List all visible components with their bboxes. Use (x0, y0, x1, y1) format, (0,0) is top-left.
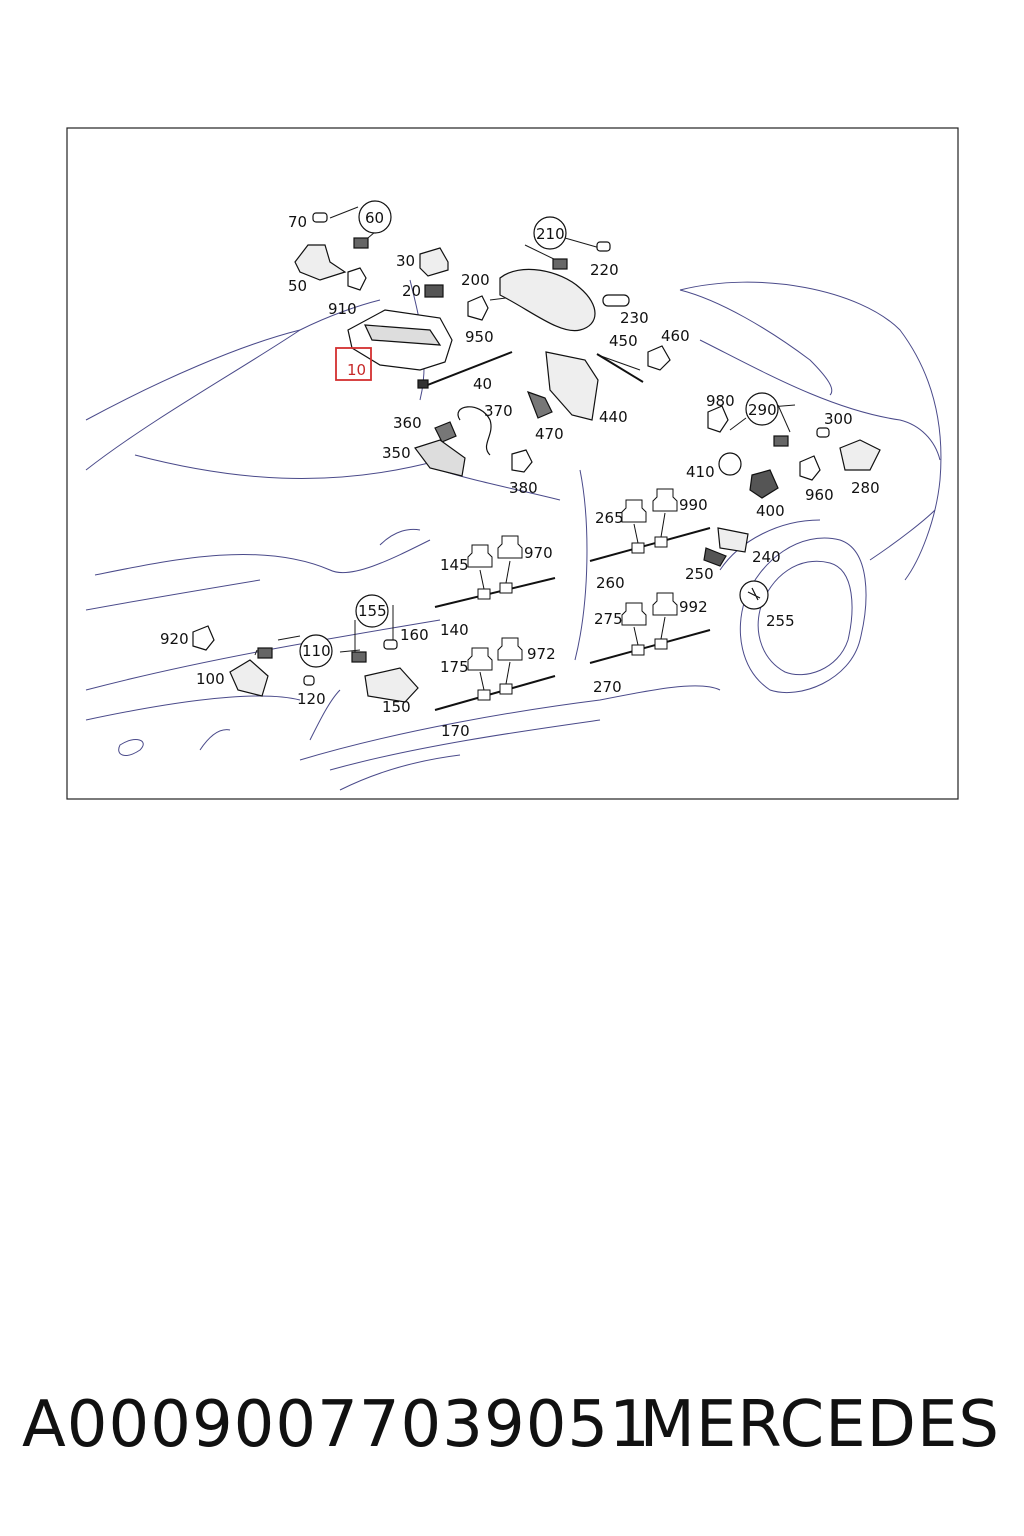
part-110-socket (257, 647, 273, 659)
label-10: 10 (347, 361, 366, 379)
label-970: 970 (524, 544, 553, 562)
part-440 (545, 351, 599, 421)
label-370: 370 (484, 402, 513, 420)
label-290: 290 (748, 401, 777, 419)
part-60-socket (353, 237, 369, 249)
part-40 (417, 379, 429, 389)
label-350: 350 (382, 444, 411, 462)
brand-name: MERCEDES (639, 1388, 1000, 1462)
label-255: 255 (766, 612, 795, 630)
label-275: 275 (594, 610, 623, 628)
label-210: 210 (536, 225, 565, 243)
part-100 (229, 659, 269, 697)
label-220: 220 (590, 261, 619, 279)
part-300 (816, 427, 830, 438)
label-400: 400 (756, 502, 785, 520)
label-960: 960 (805, 486, 834, 504)
part-910 (347, 267, 367, 291)
label-170: 170 (441, 722, 470, 740)
part-160 (383, 639, 398, 650)
part-250 (703, 547, 727, 567)
label-950: 950 (465, 328, 494, 346)
part-220 (596, 241, 611, 252)
label-145: 145 (440, 556, 469, 574)
part-920 (192, 625, 215, 651)
label-280: 280 (851, 479, 880, 497)
part-230 (602, 294, 630, 307)
part-960 (799, 455, 821, 481)
label-470: 470 (535, 425, 564, 443)
label-40: 40 (473, 375, 492, 393)
part-290-socket (773, 435, 789, 447)
part-380 (511, 449, 533, 473)
part-280 (839, 439, 881, 471)
label-992: 992 (679, 598, 708, 616)
label-70: 70 (288, 213, 307, 231)
part-350 (414, 439, 466, 477)
part-155-socket (351, 651, 367, 663)
car-outline (85, 279, 942, 791)
label-450: 450 (609, 332, 638, 350)
part-150 (364, 667, 419, 703)
part-370 (457, 406, 492, 456)
label-160: 160 (400, 626, 429, 644)
label-150: 150 (382, 698, 411, 716)
part-470 (526, 391, 553, 419)
part-400 (749, 469, 779, 499)
circle-markers (299, 200, 779, 668)
label-270: 270 (593, 678, 622, 696)
label-360: 360 (393, 414, 422, 432)
label-230: 230 (620, 309, 649, 327)
part-460 (647, 345, 671, 371)
label-120: 120 (297, 690, 326, 708)
label-980: 980 (706, 392, 735, 410)
part-950 (467, 295, 489, 321)
parts-diagram: 10 20 30 40 50 60 70 100 110 120 140 145… (66, 127, 959, 800)
label-250: 250 (685, 565, 714, 583)
label-300: 300 (824, 410, 853, 428)
part-360 (434, 421, 457, 443)
part-50 (294, 244, 347, 281)
part-number: A0009007703905​1 (22, 1388, 651, 1462)
label-20: 20 (402, 282, 421, 300)
label-265: 265 (595, 509, 624, 527)
label-260: 260 (596, 574, 625, 592)
part-70 (312, 212, 328, 223)
label-990: 990 (679, 496, 708, 514)
label-380: 380 (509, 479, 538, 497)
part-labels: 10 20 30 40 50 60 70 100 110 120 140 145… (160, 209, 880, 740)
part-980 (707, 405, 729, 433)
label-920: 920 (160, 630, 189, 648)
label-972: 972 (527, 645, 556, 663)
label-30: 30 (396, 252, 415, 270)
part-240 (717, 527, 749, 553)
part-410 (718, 452, 742, 476)
label-175: 175 (440, 658, 469, 676)
label-155: 155 (358, 602, 387, 620)
label-140: 140 (440, 621, 469, 639)
highlight-box (335, 347, 372, 381)
part-20 (424, 284, 444, 298)
cables (424, 351, 711, 711)
part-120 (303, 675, 315, 686)
part-30 (419, 247, 449, 277)
part-210-socket (552, 258, 568, 270)
part-200 (499, 268, 596, 332)
label-100: 100 (196, 670, 225, 688)
label-200: 200 (461, 271, 490, 289)
parts (192, 212, 881, 703)
label-410: 410 (686, 463, 715, 481)
label-60: 60 (365, 209, 384, 227)
connector-symbols (467, 488, 678, 691)
label-50: 50 (288, 277, 307, 295)
label-110: 110 (302, 642, 331, 660)
label-440: 440 (599, 408, 628, 426)
label-240: 240 (752, 548, 781, 566)
label-460: 460 (661, 327, 690, 345)
label-910: 910 (328, 300, 357, 318)
